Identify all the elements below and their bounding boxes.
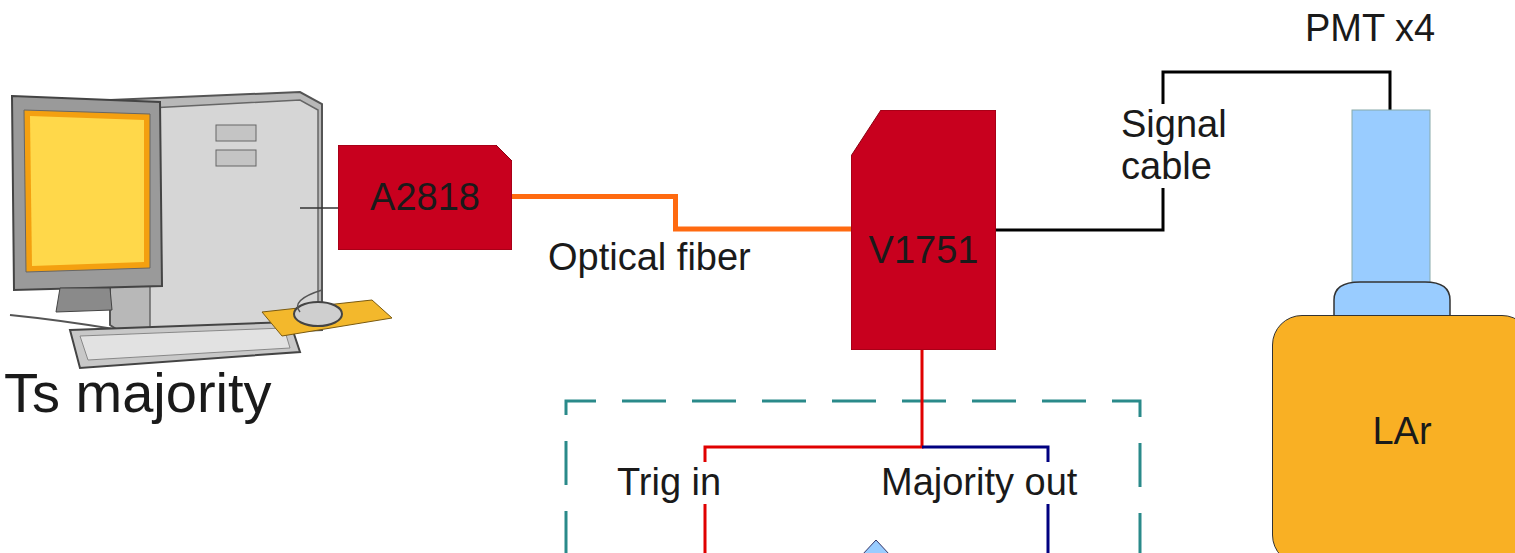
- cable-label: Signal cable: [1118, 104, 1264, 188]
- node-label: A2818: [370, 177, 480, 219]
- signal-cable: [996, 72, 1390, 230]
- signal-name: Majority out: [878, 462, 1080, 504]
- signal-name: Trig in: [614, 462, 724, 504]
- channel-count: PMT x4: [1305, 8, 1435, 50]
- digitizer-board: V1751: [851, 110, 996, 350]
- usb-cable: [300, 207, 338, 209]
- edge-label: Optical fiber: [548, 237, 751, 279]
- dashed-region: [566, 401, 1140, 553]
- node-label: V1751: [869, 230, 979, 272]
- trig-wire: [705, 350, 922, 553]
- argon-vessel: LAr: [1272, 315, 1515, 553]
- trigger-title: Ts majority: [4, 362, 272, 424]
- interface-card: A2818: [338, 145, 512, 250]
- node-label: LAr: [1372, 411, 1431, 453]
- optical-fiber: [512, 196, 851, 229]
- pmt-symbol: [1334, 110, 1450, 332]
- computer-icon: [10, 92, 392, 368]
- diamond-tip: [862, 540, 890, 553]
